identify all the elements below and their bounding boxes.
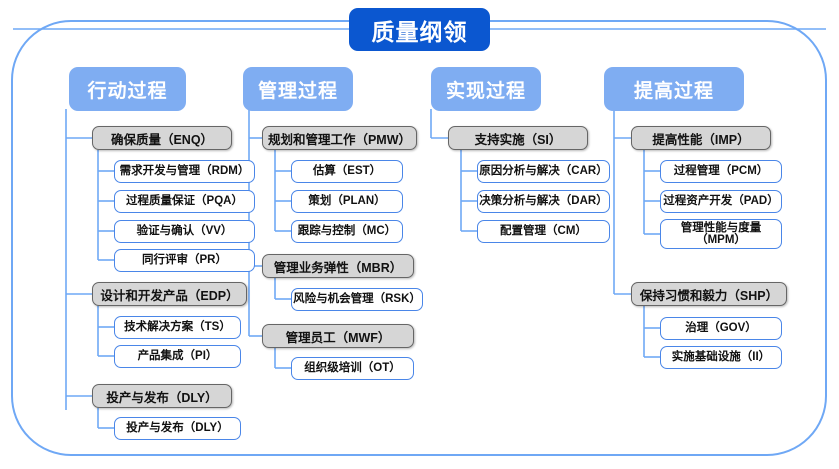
- parent-box-pmw[interactable]: 规划和管理工作（PMW）: [262, 126, 417, 150]
- child-box-rsk[interactable]: 风险与机会管理（RSK）: [291, 288, 423, 311]
- parent-box-enq[interactable]: 确保质量（ENQ）: [92, 126, 232, 150]
- page-title: 质量纲领: [349, 8, 490, 51]
- child-box-gov[interactable]: 治理（GOV）: [660, 317, 782, 340]
- child-box-ts[interactable]: 技术解决方案（TS）: [114, 316, 241, 339]
- column-header-3[interactable]: 实现过程: [431, 67, 541, 111]
- child-box-vv[interactable]: 验证与确认（VV）: [114, 220, 255, 243]
- parent-box-imp[interactable]: 提高性能（IMP）: [631, 126, 771, 150]
- child-box-mc[interactable]: 跟踪与控制（MC）: [291, 220, 403, 243]
- column-header-1[interactable]: 行动过程: [69, 67, 186, 111]
- child-box-dar[interactable]: 决策分析与解决（DAR）: [477, 190, 610, 213]
- child-box-pi[interactable]: 产品集成（PI）: [114, 345, 241, 368]
- child-box-pcm[interactable]: 过程管理（PCM）: [660, 160, 782, 183]
- child-box-pr[interactable]: 同行评审（PR）: [114, 249, 255, 272]
- parent-box-mwf[interactable]: 管理员工（MWF）: [262, 324, 414, 348]
- child-box-ii[interactable]: 实施基础设施（II）: [660, 346, 782, 369]
- child-box-cm[interactable]: 配置管理（CM）: [477, 220, 610, 243]
- column-header-4[interactable]: 提高过程: [604, 67, 744, 111]
- column-header-2[interactable]: 管理过程: [243, 67, 353, 111]
- parent-box-si[interactable]: 支持实施（SI）: [448, 126, 588, 150]
- parent-box-edp[interactable]: 设计和开发产品（EDP）: [92, 282, 247, 306]
- child-box-pqa[interactable]: 过程质量保证（PQA）: [114, 190, 255, 213]
- child-box-car[interactable]: 原因分析与解决（CAR）: [477, 160, 610, 183]
- child-box-pad[interactable]: 过程资产开发（PAD）: [660, 190, 782, 213]
- parent-box-mbr[interactable]: 管理业务弹性（MBR）: [262, 254, 414, 278]
- child-box-dly[interactable]: 投产与发布（DLY）: [114, 417, 241, 440]
- child-box-mpm[interactable]: 管理性能与度量（MPM）: [660, 219, 782, 249]
- child-box-rdm[interactable]: 需求开发与管理（RDM）: [114, 160, 255, 183]
- parent-box-dly[interactable]: 投产与发布（DLY）: [92, 384, 232, 408]
- child-box-ot[interactable]: 组织级培训（OT）: [291, 357, 414, 380]
- parent-box-shp[interactable]: 保持习惯和毅力（SHP）: [631, 282, 787, 306]
- child-box-plan[interactable]: 策划（PLAN）: [291, 190, 403, 213]
- child-box-est[interactable]: 估算（EST）: [291, 160, 403, 183]
